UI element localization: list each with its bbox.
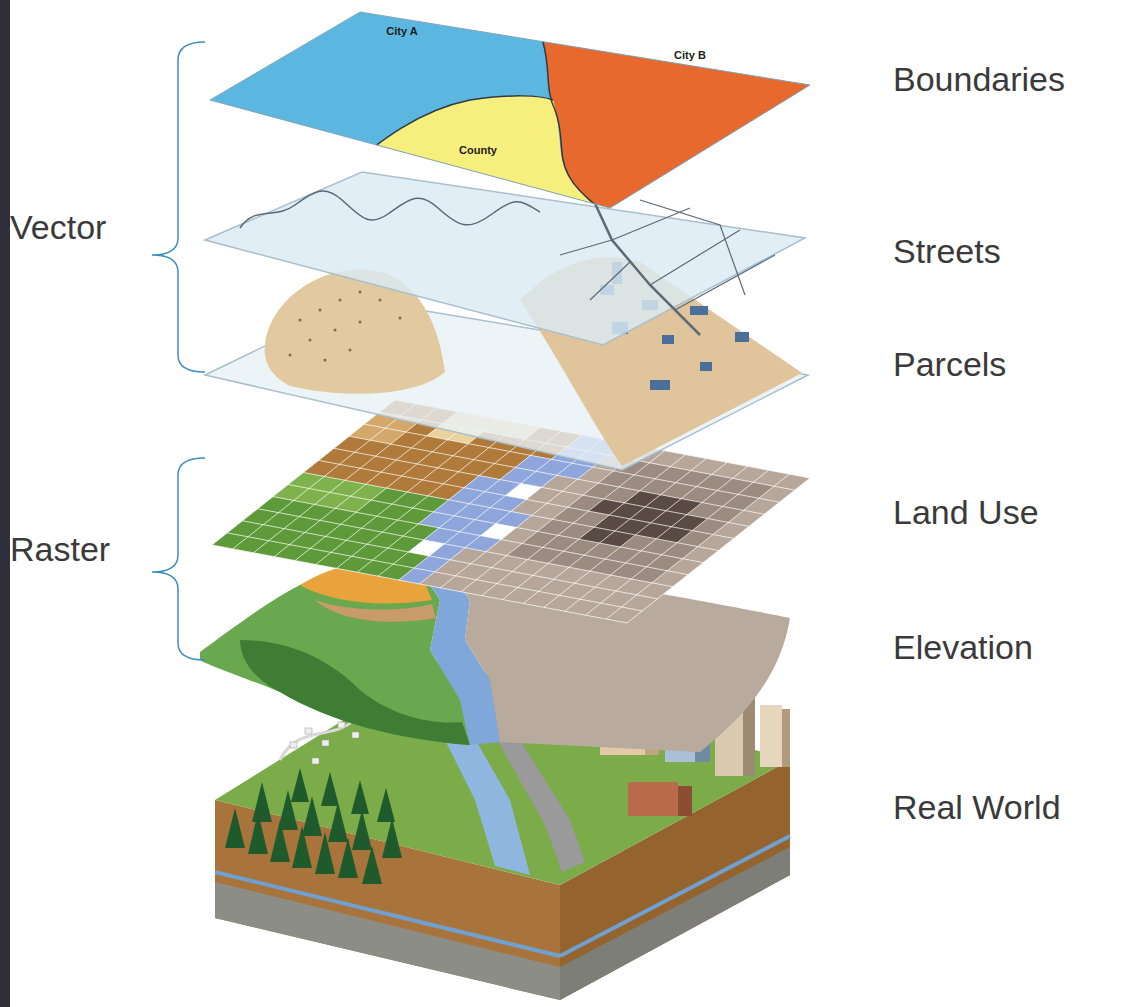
region-label: City B	[674, 49, 706, 61]
group-label: Raster	[10, 531, 110, 568]
group-label: Vector	[10, 209, 106, 246]
rock-layer	[560, 847, 790, 1000]
slide-edge	[0, 0, 10, 1007]
boundary-line	[520, 0, 605, 212]
groundwater-line	[215, 872, 560, 956]
boundaries-layer	[210, 0, 820, 230]
raster-bracket	[152, 458, 205, 660]
street-line	[240, 191, 540, 228]
layer-label: Elevation	[893, 629, 1033, 666]
layer-label: Parcels	[893, 346, 1006, 383]
vector-bracket	[152, 42, 205, 372]
slope-band	[315, 600, 436, 622]
parcel-points	[289, 291, 402, 362]
trees	[225, 768, 402, 884]
street-line	[560, 200, 775, 335]
layer-label: Land Use	[893, 494, 1039, 531]
layer-label: Boundaries	[893, 61, 1065, 98]
layer-label: Real World	[893, 789, 1061, 826]
county-area	[340, 96, 605, 230]
region-label: County	[459, 144, 497, 156]
region-label: City A	[386, 25, 417, 37]
layer-label: Streets	[893, 233, 1001, 270]
boundary-line	[340, 96, 553, 175]
rock-layer	[215, 882, 560, 1000]
streets-layer	[205, 172, 805, 345]
